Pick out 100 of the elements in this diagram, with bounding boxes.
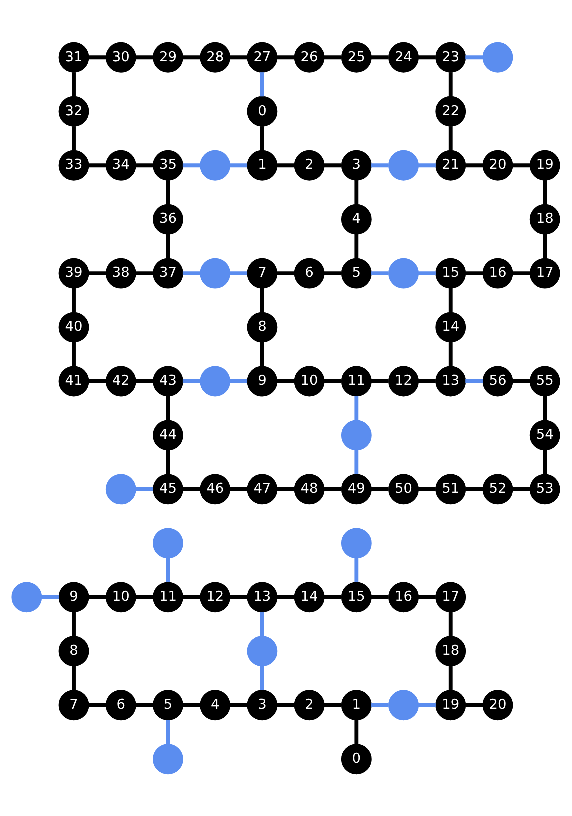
connector [230,379,248,383]
connector [72,612,76,636]
connector [354,396,359,420]
connector [466,702,484,707]
connector [72,666,76,690]
connector [371,271,389,276]
connector [512,163,530,168]
node-circle: 15 [436,258,466,288]
connector [512,271,530,276]
connector [354,720,359,744]
node-circle [200,150,231,180]
node-circle [482,42,514,72]
connector [418,487,436,491]
connector [42,594,60,599]
node-circle: 12 [200,582,231,612]
node-circle [388,258,419,288]
node-circle: 2 [294,150,325,180]
connector [371,487,389,491]
node-circle [200,366,231,396]
connector [354,558,359,582]
connector [230,55,248,60]
connector [448,126,453,150]
connector [88,55,106,60]
node-circle: 4 [200,690,231,720]
connector [324,702,342,707]
node-circle [153,528,184,558]
connector [354,180,359,204]
node-circle: 1 [247,150,278,180]
node-circle: 50 [388,474,419,504]
node-circle: 25 [341,42,372,72]
connector [277,163,295,168]
node-circle: 11 [341,366,372,396]
node-circle: 5 [153,690,184,720]
connector [182,379,200,383]
connector [324,487,342,491]
node-circle [200,258,231,288]
connector [466,379,484,383]
connector [466,163,484,168]
node-circle: 2 [294,690,325,720]
connector [72,342,76,366]
connector [136,594,154,599]
node-circle: 17 [436,582,466,612]
node-circle: 44 [153,420,184,450]
node-circle: 0 [341,744,372,774]
connector [182,702,200,707]
node-circle: 14 [294,582,325,612]
node-circle: 3 [341,150,372,180]
node-circle: 22 [436,96,466,126]
connector [466,271,484,276]
connector [166,396,170,420]
connector [166,180,170,204]
node-circle: 13 [247,582,278,612]
node-circle [247,636,278,666]
connector [166,720,170,744]
node-circle: 9 [58,582,90,612]
connector [88,271,106,276]
connector [448,612,453,636]
node-circle: 52 [482,474,514,504]
node-circle: 23 [436,42,466,72]
node-circle: 37 [153,258,184,288]
connector [418,702,436,707]
connector [72,126,76,150]
connector [166,558,170,582]
connector [136,163,154,168]
connector [543,396,548,420]
connector [260,342,264,366]
connector [418,594,436,599]
connector [277,702,295,707]
node-circle: 36 [153,204,184,234]
node-circle: 30 [106,42,136,72]
connector [371,702,389,707]
connector [88,163,106,168]
connector [182,487,200,491]
connector [88,702,106,707]
connector [354,234,359,258]
connector [371,379,389,383]
connector [230,271,248,276]
node-circle: 24 [388,42,419,72]
connector [324,55,342,60]
node-circle: 15 [341,582,372,612]
node-circle: 19 [530,150,560,180]
connector [277,271,295,276]
connector [136,487,154,491]
node-circle [388,150,419,180]
connector [166,450,170,474]
node-circle [106,474,136,504]
node-circle [12,582,42,612]
connector [182,55,200,60]
connector [418,55,436,60]
connector [88,379,106,383]
node-circle: 20 [482,150,514,180]
node-circle: 46 [200,474,231,504]
node-circle: 27 [247,42,278,72]
connector [448,72,453,96]
node-circle: 10 [106,582,136,612]
connector [418,379,436,383]
node-circle [388,690,419,720]
connector [324,271,342,276]
connector [230,702,248,707]
node-circle: 51 [436,474,466,504]
